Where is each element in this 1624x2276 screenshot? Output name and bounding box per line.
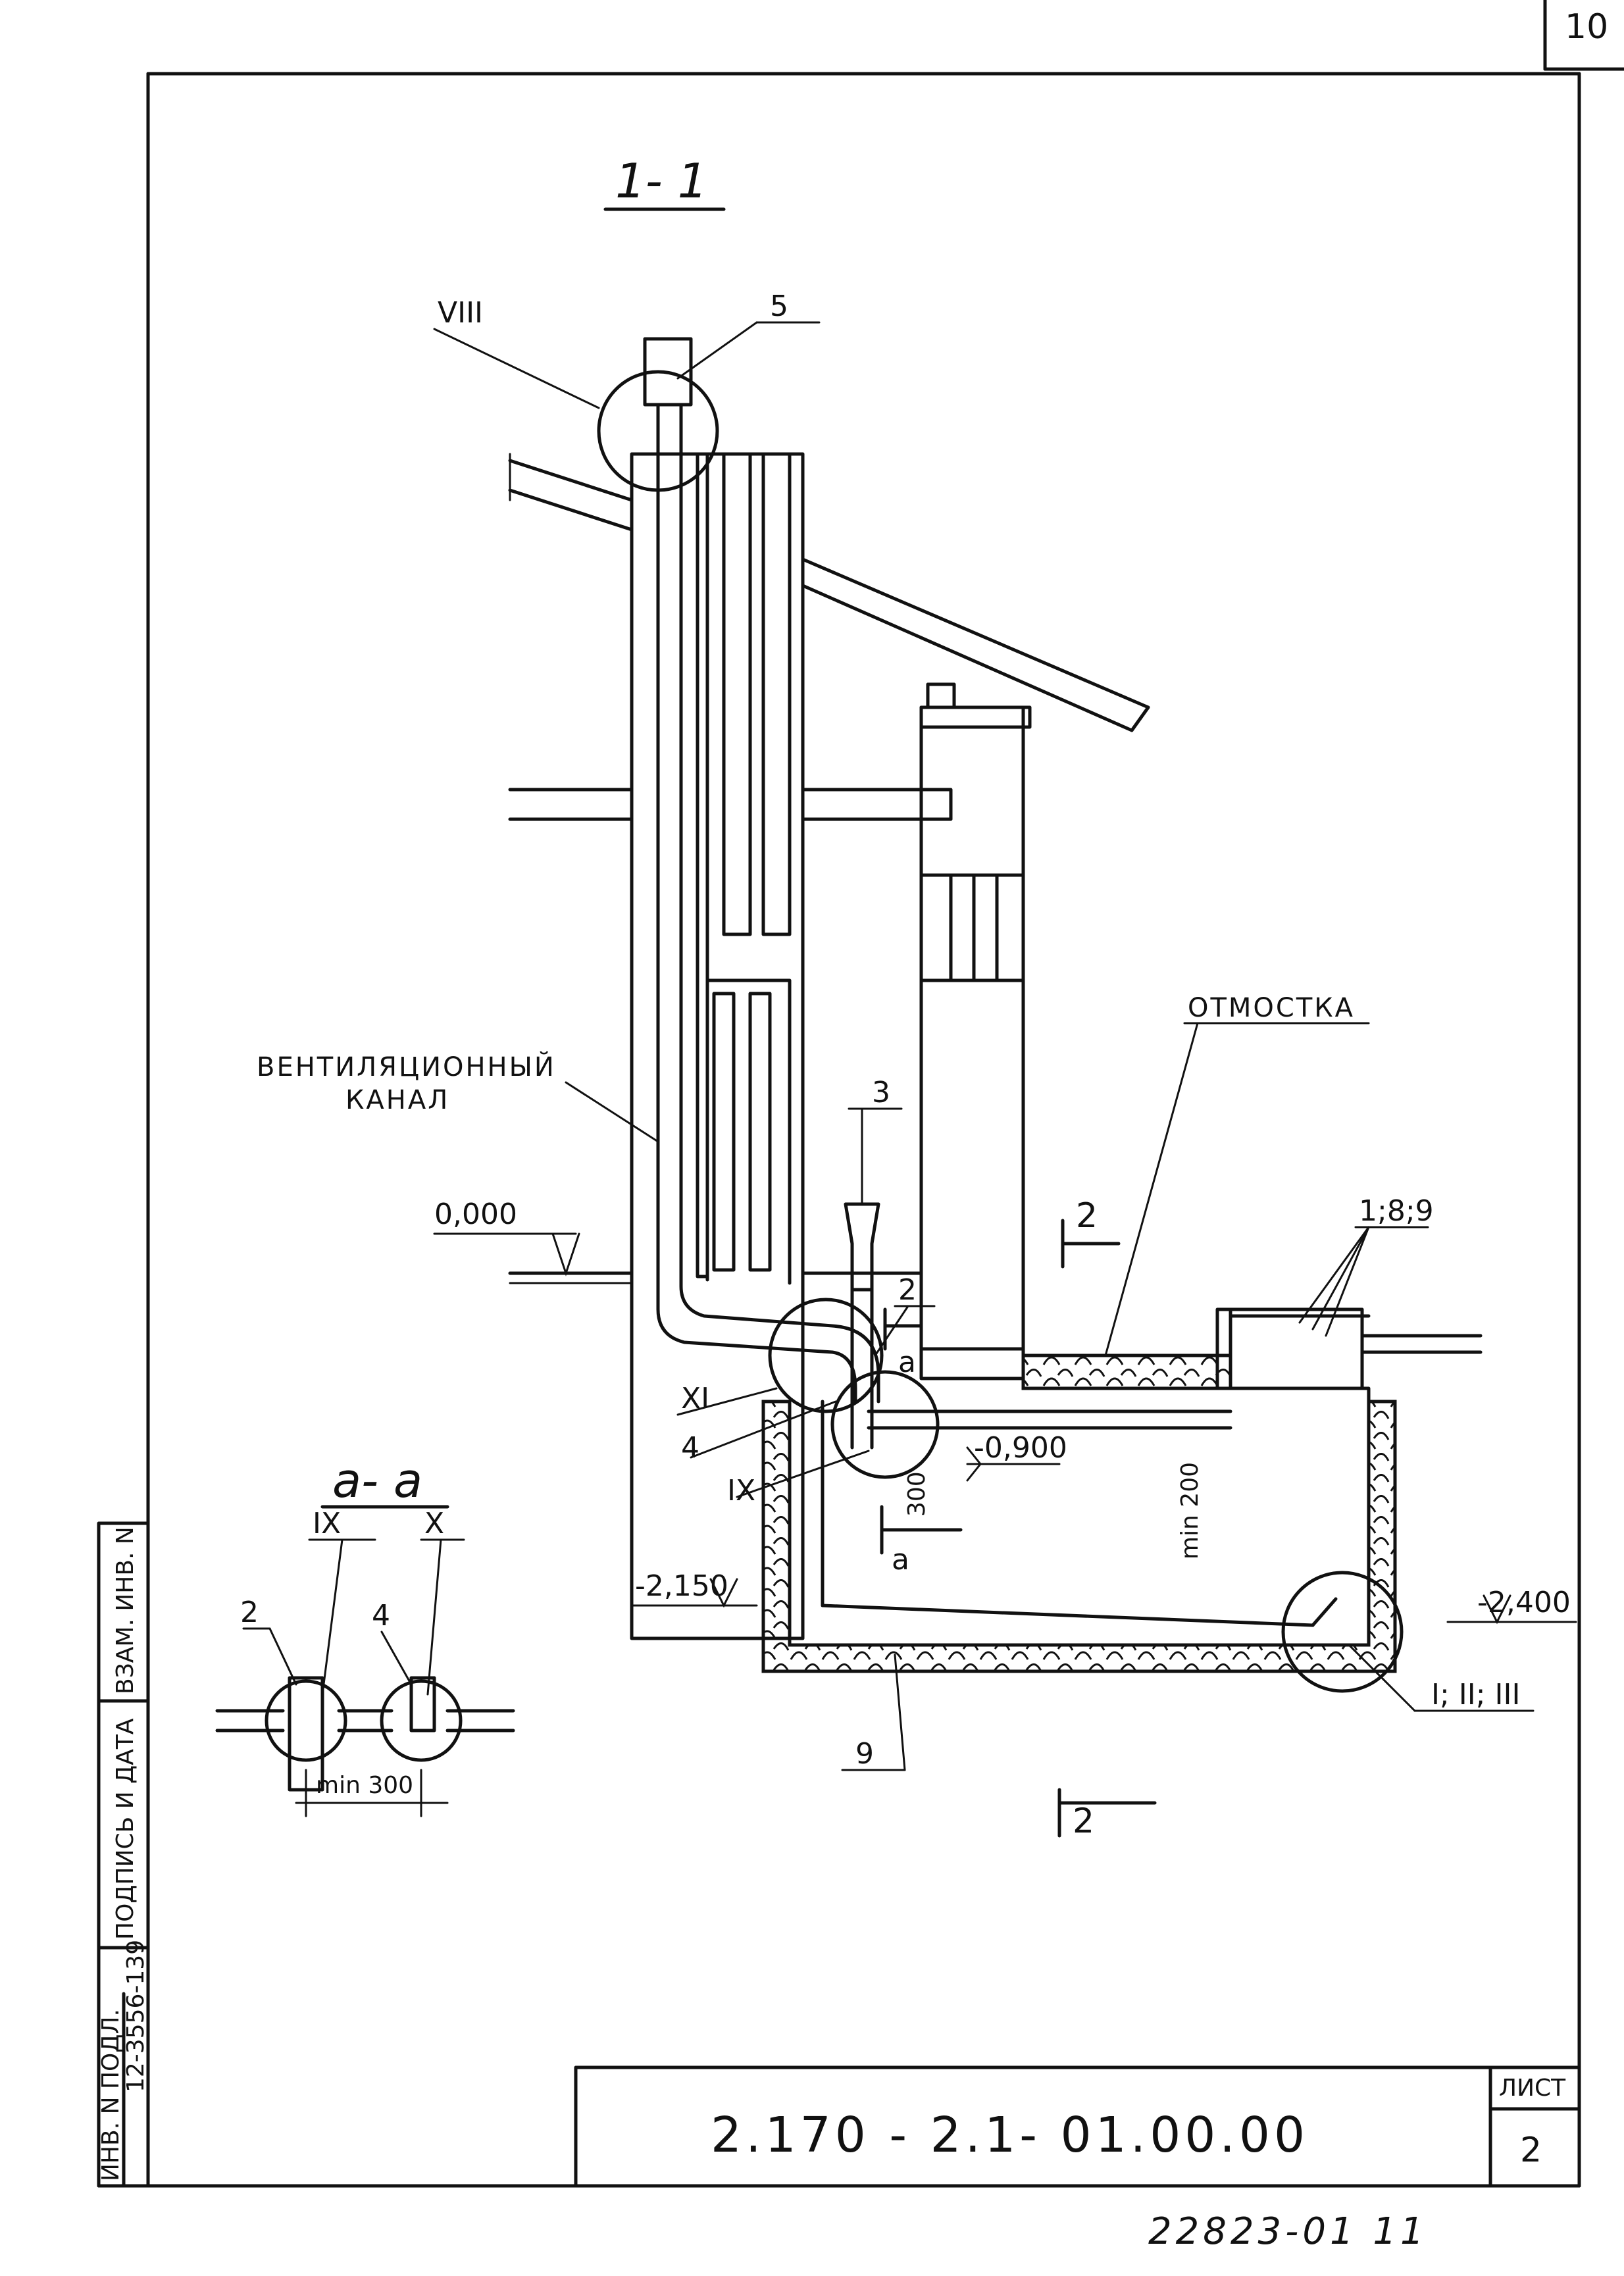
- level-0000: 0,000: [434, 1198, 517, 1231]
- vent-channel-label-2: КАНАЛ: [345, 1085, 449, 1115]
- cut-marks: [880, 1219, 1157, 1838]
- level-m2400: -2,400: [1477, 1586, 1571, 1619]
- stamp-podpis: ПОДПИСЬ И ДАТА: [112, 1718, 139, 1940]
- cut-2-top-label: 2: [1076, 1196, 1098, 1236]
- callout-3: 3: [872, 1076, 890, 1109]
- callout-ix: IX: [727, 1474, 755, 1507]
- level-m2150: -2,150: [635, 1569, 728, 1603]
- callout-9: 9: [855, 1737, 874, 1771]
- vent-chimney: [630, 452, 880, 1640]
- level-m0900: -0,900: [974, 1431, 1067, 1465]
- stamp-vzam: ВЗАМ. ИНВ. N: [112, 1527, 139, 1694]
- detail-min300: min 300: [316, 1772, 413, 1799]
- cut-2-bottom-label: 2: [1073, 1802, 1094, 1841]
- list-value: 2: [1520, 2131, 1542, 2170]
- callout-4: 4: [681, 1431, 699, 1465]
- callout-1-8-9: 1;8;9: [1359, 1194, 1434, 1228]
- callout-i-ii-iii: I; II; III: [1431, 1678, 1520, 1711]
- detail-circle-viii: [597, 370, 719, 492]
- section-title: 1- 1: [615, 153, 707, 209]
- vent-cap: [643, 337, 693, 456]
- detail-circle-xi: [768, 1298, 884, 1413]
- side-stamp: [97, 1521, 150, 2188]
- level-marks: [433, 1232, 1577, 1625]
- floor-slab: [508, 788, 953, 1284]
- leader-lines: [433, 321, 1535, 1771]
- detail-section-title: a- a: [332, 1453, 422, 1508]
- detail-x: X: [424, 1507, 444, 1540]
- cut-a-bottom-label: a: [892, 1543, 909, 1577]
- stamp-inv-value: 12-3556-139: [122, 1940, 149, 2092]
- vent-channel-label-1: ВЕНТИЛЯЦИОННЫЙ: [257, 1051, 556, 1082]
- stamp-inv-podl: ИНВ. N ПОДЛ.: [97, 2009, 124, 2181]
- detail-circle-i-ii-iii: [1281, 1571, 1404, 1693]
- detail-circle-ix: [830, 1370, 940, 1479]
- roof: [508, 453, 1150, 732]
- detail-a-a: [215, 1538, 515, 1817]
- inlet-riser: [844, 1202, 880, 1450]
- sheet-frame: [97, 72, 1581, 2188]
- page-number: 10: [1565, 7, 1608, 47]
- detail-2: 2: [240, 1596, 259, 1629]
- detail-ix: IX: [313, 1507, 341, 1540]
- detail-4: 4: [372, 1599, 390, 1632]
- callout-xi: XI: [681, 1382, 709, 1415]
- footer-code: 22823-01 11: [1148, 2210, 1428, 2253]
- dim-300: 300: [903, 1471, 930, 1517]
- callout-viii: VIII: [438, 296, 483, 330]
- cut-a-top-label: a: [898, 1346, 916, 1379]
- page-number-box: [1543, 0, 1624, 71]
- callout-5: 5: [770, 290, 788, 323]
- title-block: [574, 2065, 1581, 2188]
- drawing-code: 2.170 - 2.1- 01.00.00: [711, 2107, 1309, 2163]
- list-label: ЛИСТ: [1499, 2075, 1566, 2102]
- callout-2: 2: [898, 1273, 917, 1307]
- dim-min200: min 200: [1177, 1462, 1204, 1559]
- blind-area-label: ОТМОСТКА: [1188, 993, 1355, 1023]
- blind-area: [1021, 1307, 1483, 1390]
